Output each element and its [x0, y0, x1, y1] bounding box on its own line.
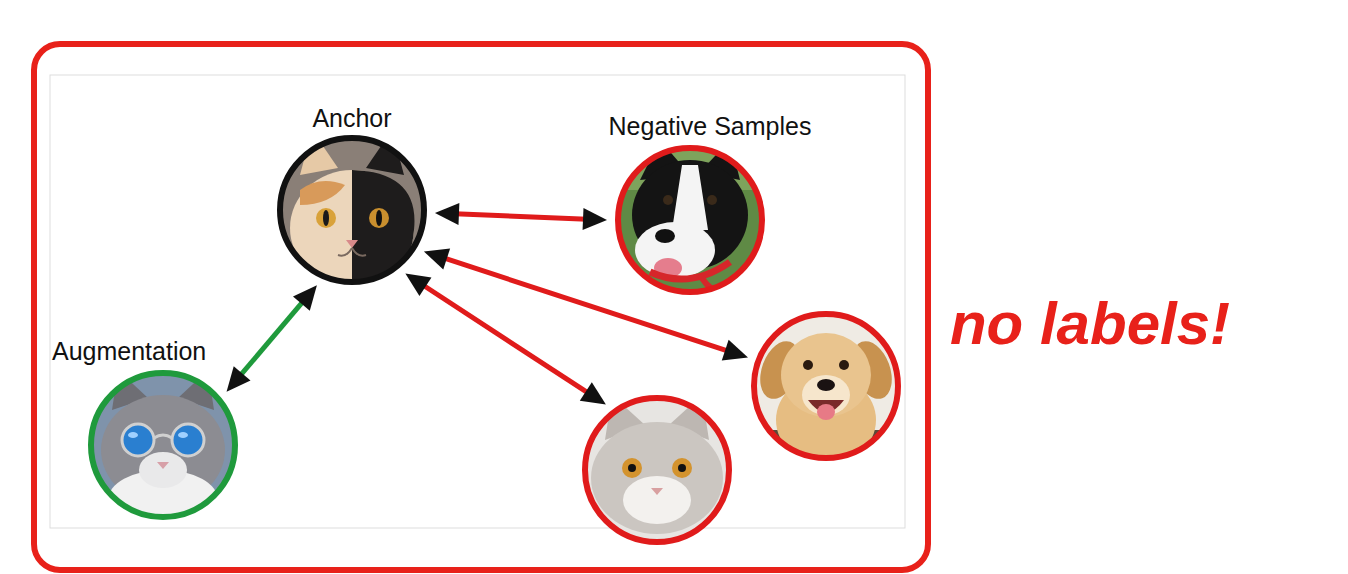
negative-circle: Negative Samples [615, 145, 765, 295]
anchor-circle: Anchor [277, 135, 427, 285]
circle-border [754, 314, 898, 458]
negative-circle [751, 311, 901, 461]
arrow-head [722, 340, 748, 361]
connector [405, 274, 606, 405]
connector-line [443, 258, 729, 352]
node-heading: Augmentation [52, 337, 206, 366]
connector [227, 285, 317, 391]
arrow-head [580, 382, 606, 404]
circle-outline [615, 145, 765, 295]
connector [424, 249, 748, 361]
arrow-head [583, 208, 607, 230]
dog-photo [745, 305, 915, 480]
circle-border [280, 138, 424, 282]
arrow-head [435, 203, 459, 225]
connector [435, 203, 607, 230]
connector-line [422, 285, 589, 394]
circle-border [618, 148, 762, 292]
circle-border [91, 373, 235, 517]
augmentation-circle: Augmentation [88, 370, 238, 520]
arrow-head [405, 274, 431, 296]
connector-line [240, 300, 304, 376]
connector-line [455, 214, 587, 219]
arrow-head [424, 249, 450, 270]
note-text: no labels! [950, 289, 1230, 358]
arrow-head [227, 366, 251, 391]
negative-circle [582, 395, 732, 545]
cat-photo [85, 365, 255, 535]
cat-photo [270, 130, 440, 300]
circle-outline [751, 311, 901, 461]
cat-photo [575, 390, 745, 560]
inner-panel [50, 75, 905, 528]
node-heading: Negative Samples [609, 112, 812, 141]
circle-border [585, 398, 729, 542]
dog-photo [610, 140, 780, 310]
circle-outline [582, 395, 732, 545]
circle-outline [88, 370, 238, 520]
arrow-head [293, 285, 317, 310]
circle-outline [277, 135, 427, 285]
node-heading: Anchor [312, 104, 391, 133]
outer-frame [34, 44, 928, 570]
